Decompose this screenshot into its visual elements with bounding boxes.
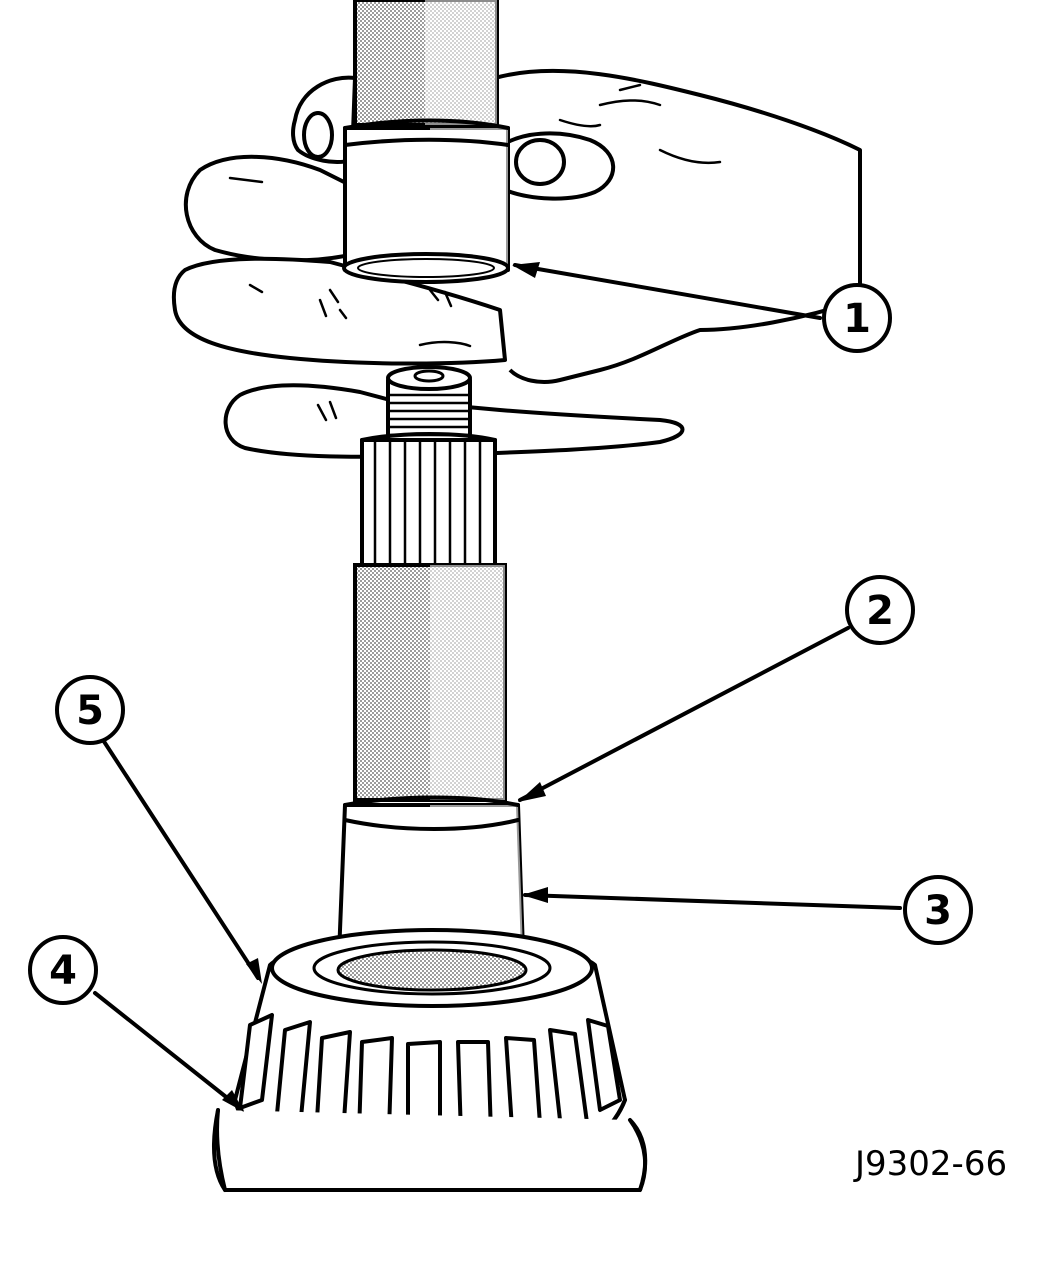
callout-4: 4 bbox=[28, 935, 98, 1005]
callout-2: 2 bbox=[845, 575, 915, 645]
figure-code: J9302-66 bbox=[853, 1144, 1007, 1184]
installer-tool bbox=[353, 0, 499, 127]
callout-3-label: 3 bbox=[924, 888, 952, 934]
hand-illustration bbox=[171, 68, 862, 459]
bearing-cup-sleeve bbox=[342, 118, 510, 284]
pinion-splines bbox=[356, 432, 502, 575]
leader-lines bbox=[93, 262, 902, 1112]
pinion-threaded-end bbox=[386, 365, 472, 442]
callout-1: 1 bbox=[822, 283, 892, 353]
callout-3: 3 bbox=[903, 875, 973, 945]
callout-4-label: 4 bbox=[49, 948, 77, 994]
callout-5-label: 5 bbox=[76, 688, 104, 734]
gear-base bbox=[212, 1108, 648, 1192]
callout-5: 5 bbox=[55, 675, 125, 745]
pinion-shaft bbox=[353, 563, 507, 802]
callout-2-label: 2 bbox=[866, 588, 894, 634]
callout-1-label: 1 bbox=[843, 296, 871, 342]
